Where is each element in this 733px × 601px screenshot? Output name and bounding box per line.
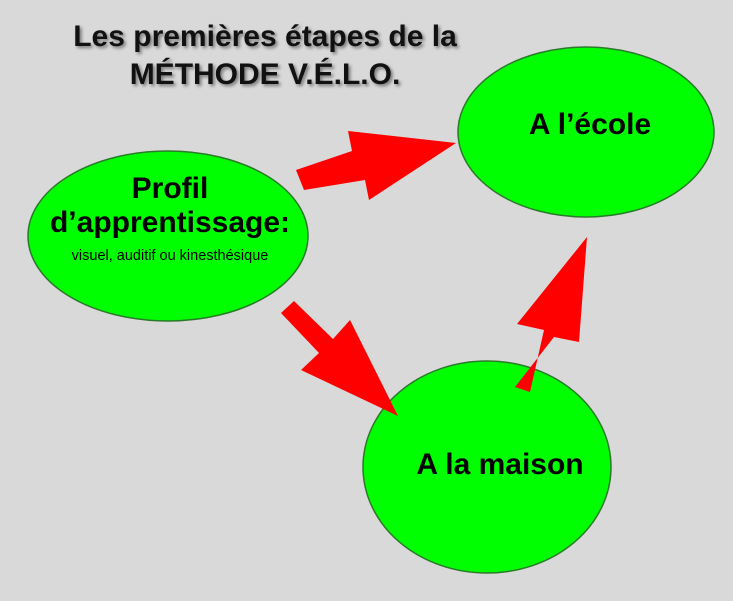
maison-label: A la maison [416, 448, 584, 481]
profil-subtitle: visuel, auditif ou kinesthésique [71, 248, 269, 264]
profil-label-line-1: Profil [131, 172, 209, 205]
title-line-1: Les premières étapes de la [73, 20, 457, 53]
arrow-maison-to-ecole [515, 237, 587, 392]
profil-label: Profil d’apprentissage: [40, 172, 300, 240]
node-ecole [457, 46, 715, 218]
title-line-2: MÉTHODE V.É.L.O. [129, 58, 401, 91]
node-profil [27, 150, 309, 322]
profil-label-line-2: d’apprentissage: [49, 206, 291, 239]
node-maison [362, 360, 612, 574]
ecole-label: A l’école [528, 108, 652, 141]
arrow-profil-to-ecole [296, 131, 456, 200]
arrow-profil-to-maison [281, 301, 398, 416]
diagram-title: Les premières étapes de la MÉTHODE V.É.L… [30, 18, 500, 94]
